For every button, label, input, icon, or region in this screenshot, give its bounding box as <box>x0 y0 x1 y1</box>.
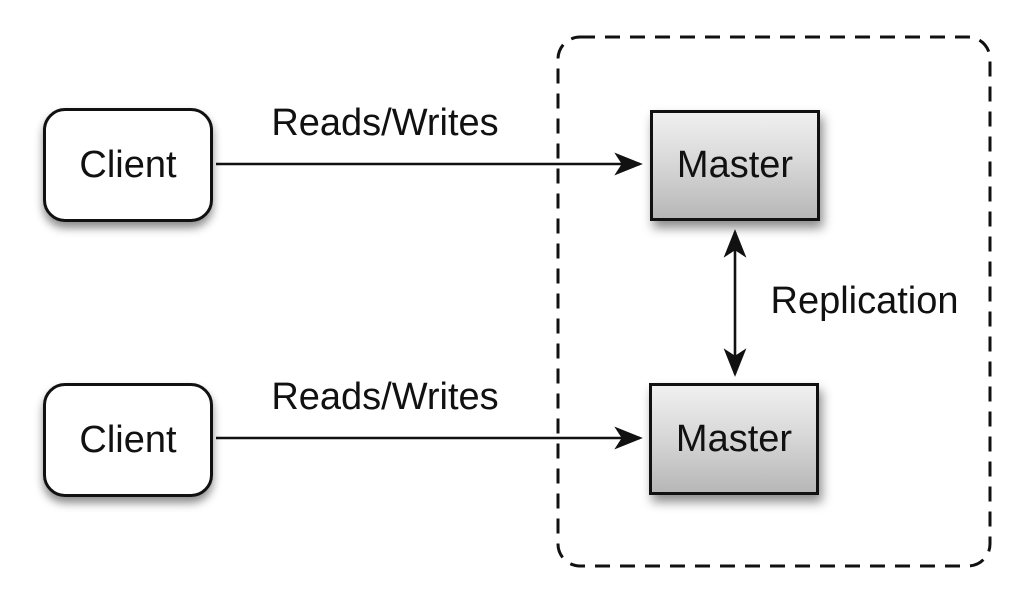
replication-group-boundary <box>556 35 992 568</box>
client-node-bottom-label: Client <box>79 418 177 461</box>
replication-label: Replication <box>770 280 959 322</box>
client-node-bottom: Client <box>43 383 213 497</box>
client-node-top-label: Client <box>79 143 177 186</box>
master-node-top: Master <box>650 110 820 221</box>
master-node-top-label: Master <box>676 144 794 186</box>
client-node-top: Client <box>43 108 213 222</box>
master-node-bottom: Master <box>649 383 819 495</box>
master-node-bottom-label: Master <box>675 417 793 460</box>
reads-writes-label-top: Reads/Writes <box>271 102 499 144</box>
reads-writes-label-bottom: Reads/Writes <box>271 376 499 418</box>
